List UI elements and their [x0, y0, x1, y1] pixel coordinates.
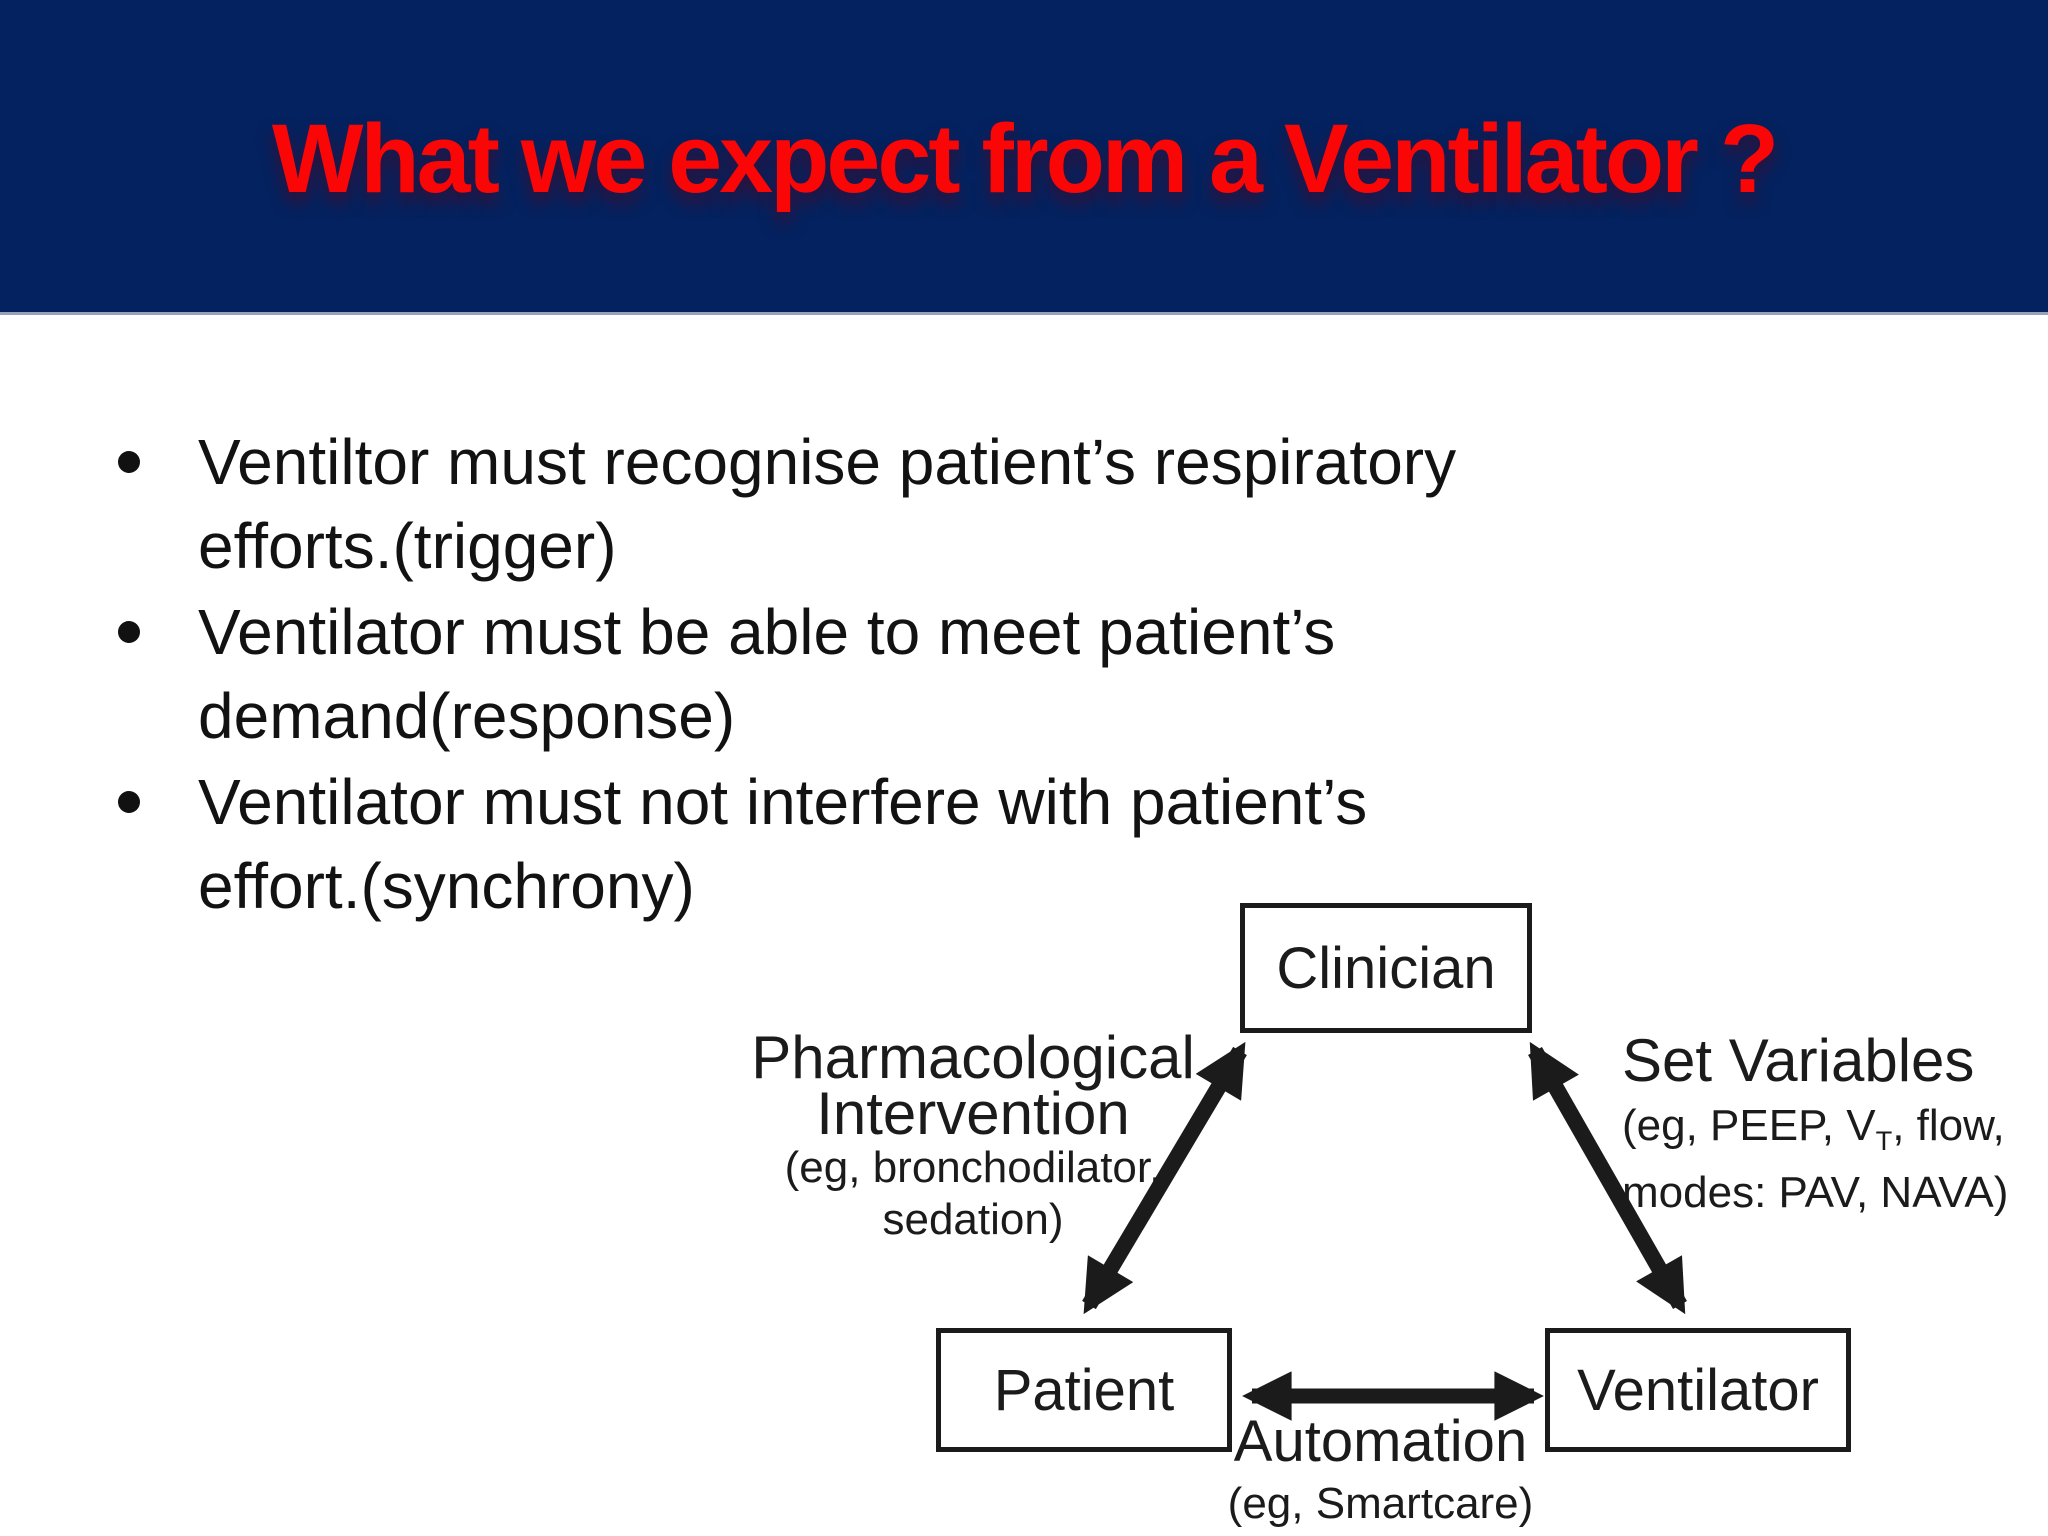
bullet-list: Ventiltor must recognise patient’s respi…	[100, 420, 1600, 930]
set-variables-label: Set Variables (eg, PEEP, VT, flow, modes…	[1622, 1028, 2048, 1219]
bullet-icon	[118, 791, 140, 813]
ventilator-box: Ventilator	[1545, 1328, 1851, 1452]
list-item: Ventiltor must recognise patient’s respi…	[100, 420, 1600, 588]
label-subline: (eg, PEEP, VT, flow,	[1622, 1100, 2048, 1167]
label-subline: modes: PAV, NAVA)	[1622, 1167, 2009, 1217]
bullet-line: Ventilator must not interfere with patie…	[198, 766, 1368, 838]
list-item: Ventilator must not interfere with patie…	[100, 760, 1600, 928]
clinician-box: Clinician	[1240, 903, 1532, 1033]
header-banner: What we expect from a Ventilator ?	[0, 0, 2048, 315]
bullet-icon	[118, 451, 140, 473]
bullet-line: demand(response)	[198, 680, 736, 752]
bullet-icon	[118, 621, 140, 643]
ventilator-box-label: Ventilator	[1577, 1357, 1819, 1423]
automation-label: Automation (eg, Smartcare)	[1143, 1412, 1618, 1530]
label-line: Pharmacological	[751, 1024, 1195, 1091]
bullet-text: Ventilator must not interfere with patie…	[198, 760, 1367, 928]
pharmacological-intervention-label: Pharmacological Intervention (eg, bronch…	[723, 1024, 1223, 1246]
label-line: Automation	[1233, 1409, 1528, 1474]
label-subline: (eg, Smartcare)	[1227, 1479, 1534, 1528]
patient-box-label: Patient	[993, 1357, 1175, 1423]
clinician-box-label: Clinician	[1276, 935, 1496, 1001]
label-text-part: (eg, PEEP, V	[1622, 1101, 1876, 1150]
label-line: Intervention	[816, 1080, 1130, 1147]
list-item: Ventilator must be able to meet patient’…	[100, 590, 1600, 758]
label-subline: (eg, bronchodilator,	[784, 1143, 1162, 1192]
bullet-line: Ventiltor must recognise patient’s respi…	[198, 426, 1457, 498]
label-text-part: , flow,	[1892, 1101, 2005, 1150]
bullet-text: Ventiltor must recognise patient’s respi…	[198, 420, 1456, 588]
subscript-t: T	[1875, 1124, 1893, 1156]
patient-box: Patient	[936, 1328, 1232, 1452]
bullet-line: Ventilator must be able to meet patient’…	[198, 596, 1336, 668]
bullet-line: efforts.(trigger)	[198, 510, 617, 582]
label-subline: sedation)	[882, 1195, 1064, 1244]
label-line: Set Variables	[1622, 1027, 1975, 1094]
bullet-text: Ventilator must be able to meet patient’…	[198, 590, 1335, 758]
bullet-line: effort.(synchrony)	[198, 850, 695, 922]
slide-title: What we expect from a Ventilator ?	[271, 104, 1779, 213]
